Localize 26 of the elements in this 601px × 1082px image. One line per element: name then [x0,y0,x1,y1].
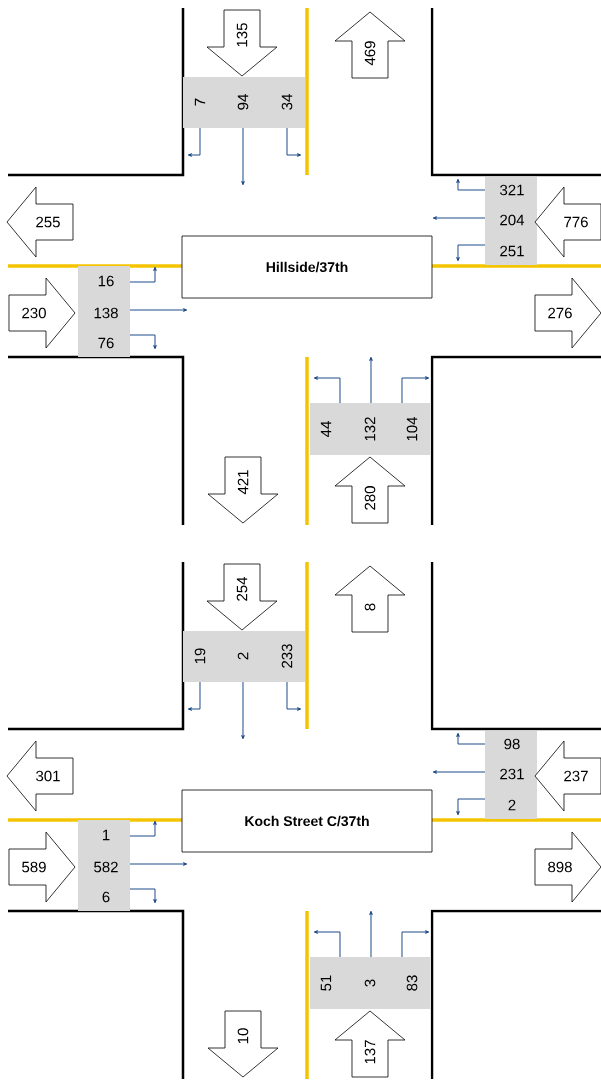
volume-label: 135 [206,9,278,77]
volume-label: 137 [334,1010,406,1078]
intersection-box: Koch Street C/37th [181,789,433,853]
volume-label: 230 [8,277,76,349]
volume-label: 776 [534,186,601,258]
lane-volume-band: 98 231 2 [485,731,537,819]
lane-volume-band: 16 138 76 [78,266,130,357]
lane-volume-band: 44 132 104 [310,403,430,455]
volume-label: 280 [334,456,406,524]
volume-label: 10 [207,1010,279,1078]
volume-label: 254 [206,563,278,631]
volume-label: 898 [534,831,601,903]
volume-label: 8 [334,565,406,633]
volume-label: 237 [534,740,601,812]
volume-label: 421 [207,456,279,524]
volume-label: 255 [6,186,74,258]
lane-volume-band: 51 3 83 [310,957,430,1009]
volume-label: 589 [8,831,76,903]
lane-volume-band: 7 94 34 [183,77,305,128]
lane-volume-band: 321 204 251 [485,177,537,265]
lane-volume-band: 19 2 233 [183,631,305,682]
volume-label: 301 [6,740,74,812]
intersection-box: Hillside/37th [181,235,433,299]
lane-volume-band: 1 582 6 [78,820,130,911]
volume-label: 276 [534,277,601,349]
volume-label: 469 [334,11,406,79]
